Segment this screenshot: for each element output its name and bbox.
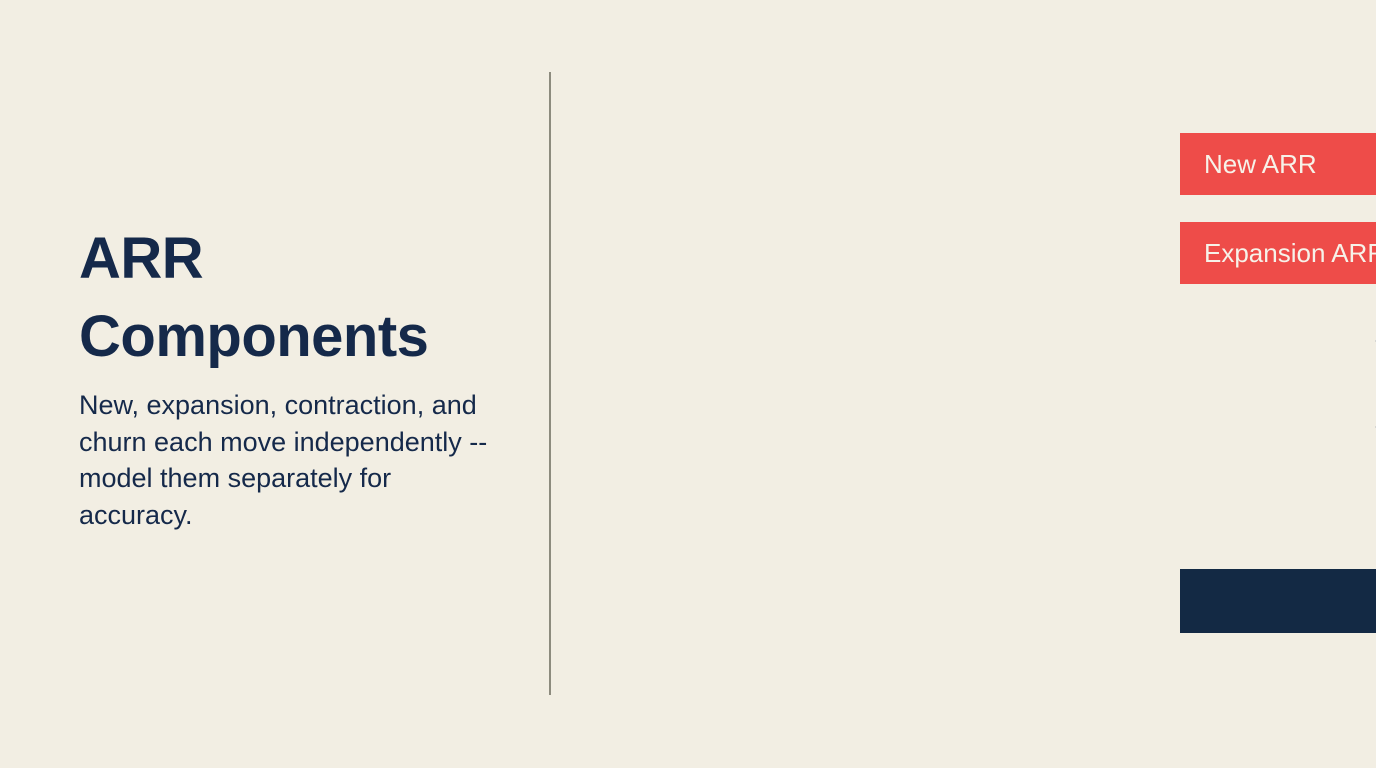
net-new-arr-bar: Net New ARR <box>1180 569 1376 633</box>
new-arr-arrow: New ARR <box>1180 133 1376 195</box>
new-arr-label: New ARR <box>1204 149 1317 179</box>
left-panel: ARR Components New, expansion, contracti… <box>0 0 550 768</box>
vertical-divider <box>549 72 551 695</box>
diagram-panel: New ARR Expansion ARR Contraction ARR Ch… <box>550 0 1376 768</box>
page-title: ARR Components <box>79 226 429 369</box>
expansion-arr-label: Expansion ARR <box>1204 238 1376 268</box>
description-text: New, expansion, contraction, and churn e… <box>79 390 488 530</box>
expansion-arr-arrow: Expansion ARR <box>1180 222 1376 284</box>
